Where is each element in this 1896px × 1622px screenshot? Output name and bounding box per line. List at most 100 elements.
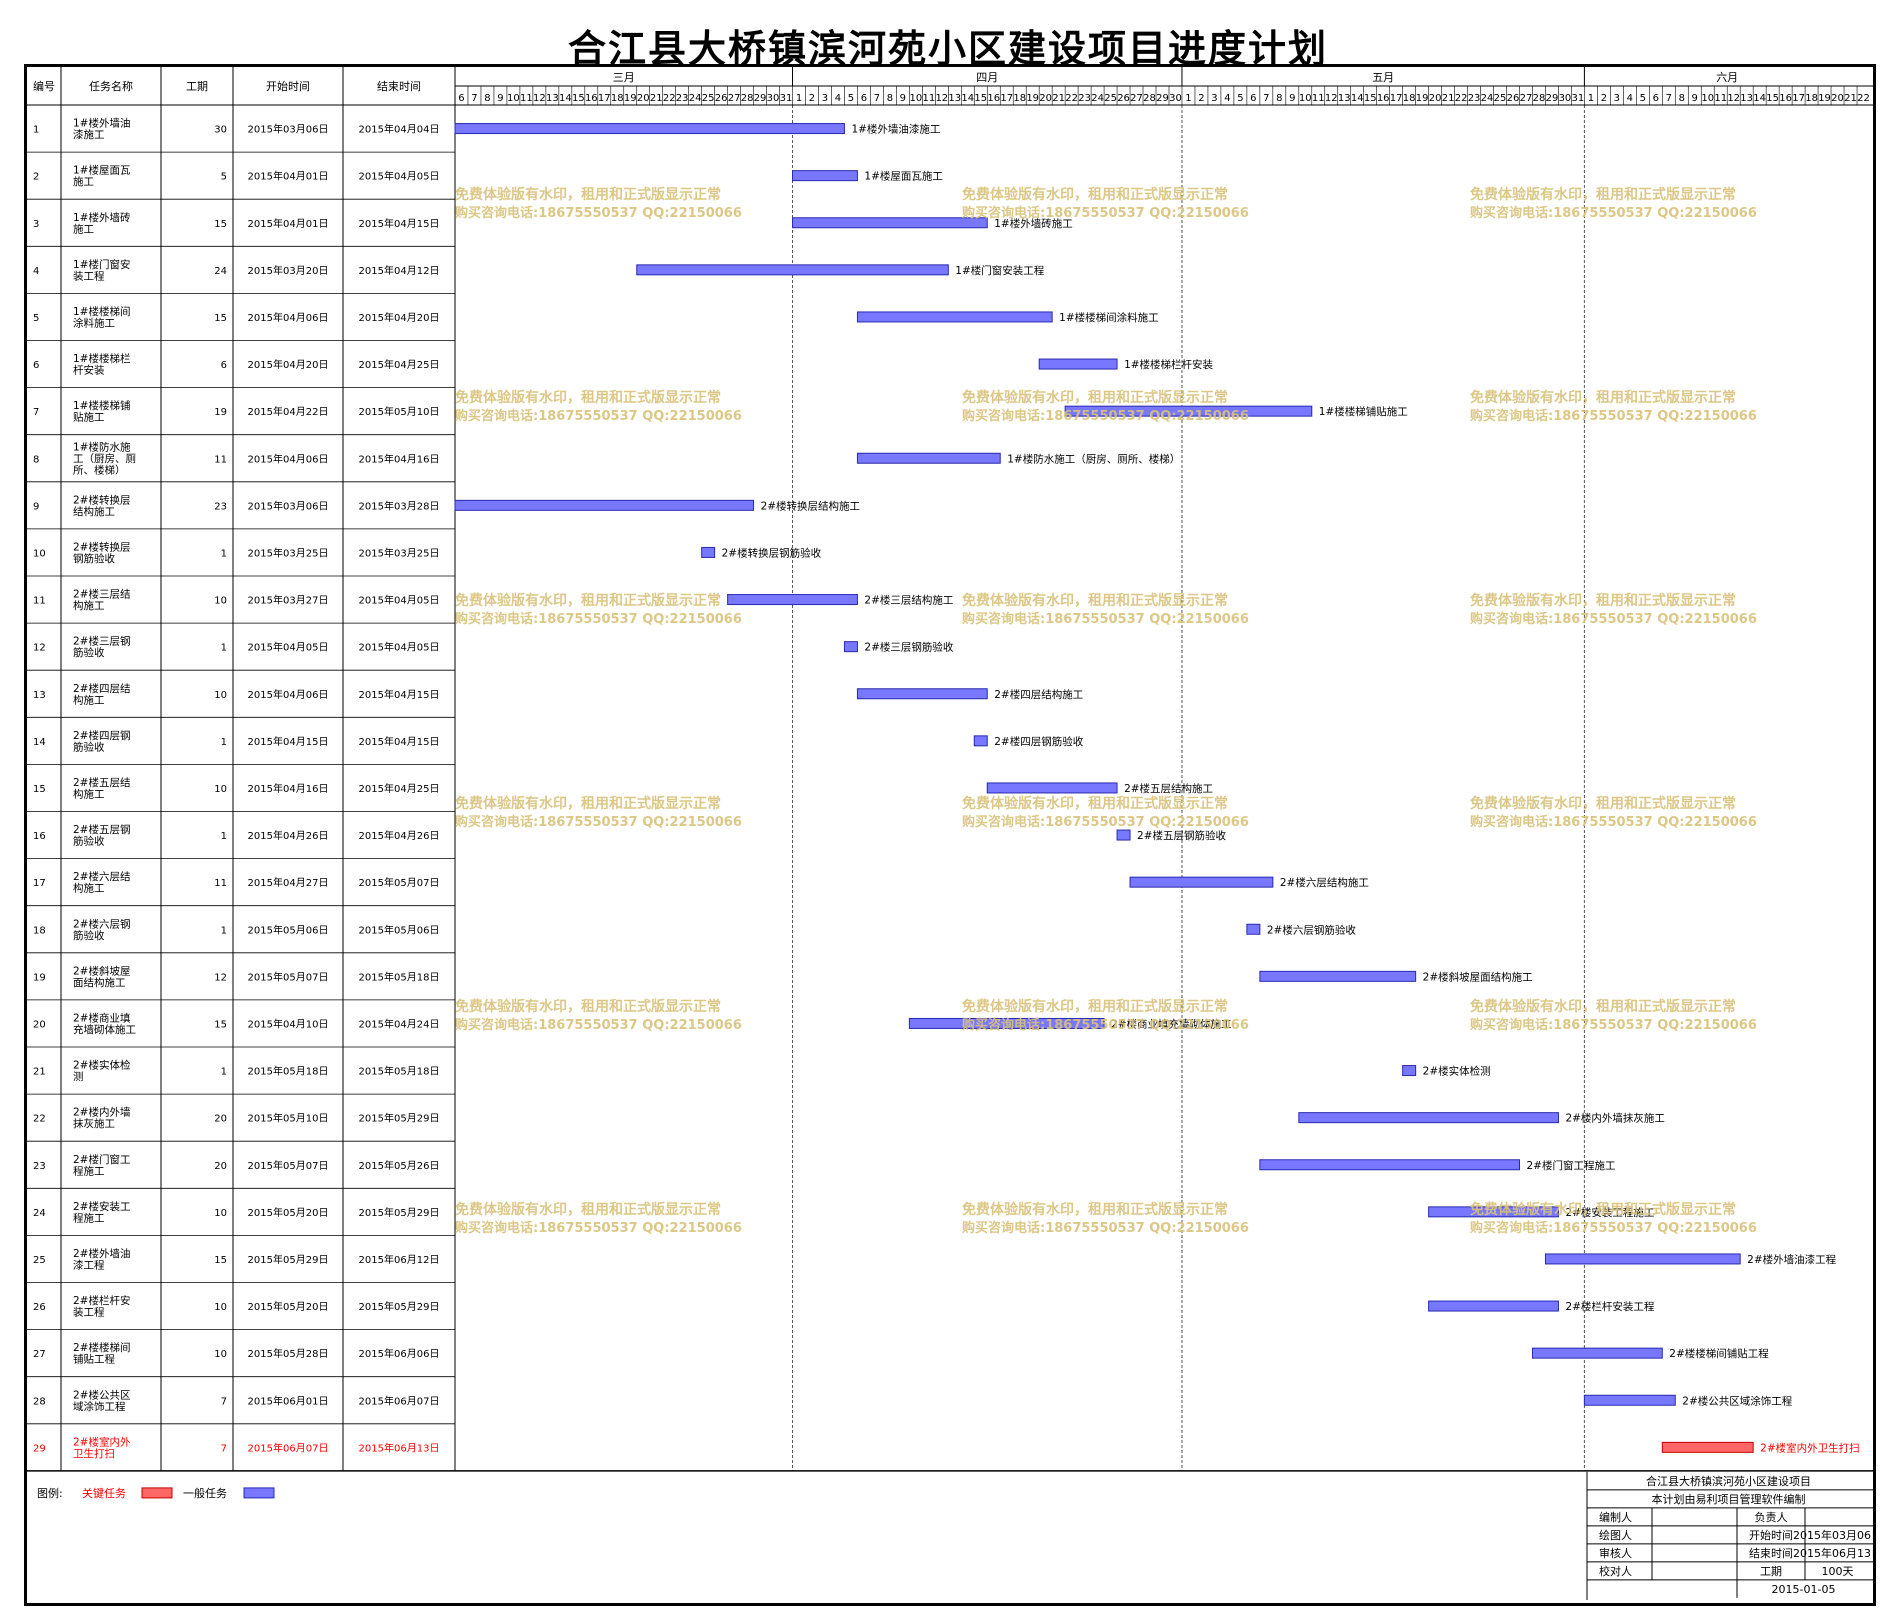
day-tick-label: 22: [1857, 93, 1870, 104]
day-tick-label: 3: [1614, 93, 1620, 104]
task-name: 2#楼实体检测: [73, 1059, 131, 1084]
day-tick-label: 15: [1766, 93, 1779, 104]
task-name: 1#楼屋面瓦施工: [73, 164, 131, 189]
gantt-bar-11: [727, 594, 858, 606]
gantt-bar-label: 2#楼三层钢筋验收: [864, 641, 953, 654]
day-tick-label: 16: [1779, 93, 1792, 104]
day-tick-label: 4: [1627, 93, 1633, 104]
info-value: 100天: [1822, 1565, 1854, 1578]
task-end: 2015年04月16日: [359, 452, 440, 465]
task-start: 2015年04月05日: [248, 641, 329, 654]
task-name: 2#楼六层钢筋验收: [73, 917, 130, 942]
day-tick-label: 18: [1805, 93, 1818, 104]
task-name: 2#楼三层钢筋验收: [73, 635, 130, 660]
task-start: 2015年05月29日: [248, 1253, 329, 1266]
gantt-bar-23: [1259, 1159, 1520, 1171]
task-name: 2#楼六层结构施工: [73, 870, 130, 895]
day-tick-label: 19: [1818, 93, 1831, 104]
gantt-bar-label: 1#楼楼梯铺贴施工: [1319, 405, 1408, 418]
gantt-bar-16: [1116, 829, 1131, 841]
gantt-bar-label: 1#楼楼梯栏杆安装: [1124, 358, 1213, 371]
task-start: 2015年04月06日: [248, 452, 329, 465]
task-start: 2015年04月22日: [248, 405, 329, 418]
day-tick-label: 21: [1052, 93, 1065, 104]
task-end: 2015年03月25日: [359, 546, 440, 559]
task-name: 2#楼公共区域涂饰工程: [73, 1388, 130, 1413]
gantt-bar-label: 1#楼防水施工（厨房、厕所、楼梯）: [1007, 452, 1180, 465]
task-end: 2015年04月24日: [359, 1017, 440, 1030]
task-end: 2015年04月20日: [359, 311, 440, 324]
day-tick-label: 13: [1338, 93, 1351, 104]
day-tick-label: 27: [1130, 93, 1143, 104]
day-tick-label: 8: [1276, 93, 1282, 104]
gantt-bar-2: [792, 170, 858, 182]
day-tick-label: 2: [1198, 93, 1204, 104]
info-key: 工期: [1760, 1565, 1782, 1578]
day-tick-label: 7: [1666, 93, 1672, 104]
day-tick-label: 6: [1653, 93, 1659, 104]
day-tick-label: 21: [1442, 93, 1455, 104]
task-end: 2015年06月06日: [359, 1347, 440, 1360]
task-name: 1#楼门窗安装工程: [73, 258, 130, 283]
day-tick-label: 1: [796, 93, 802, 104]
day-tick-label: 11: [1714, 93, 1727, 104]
task-id: 25: [33, 1255, 46, 1266]
task-duration: 10: [214, 690, 227, 701]
task-end: 2015年04月15日: [359, 217, 440, 230]
task-name: 1#楼楼梯间涂料施工: [73, 305, 130, 330]
day-tick-label: 8: [484, 93, 490, 104]
watermark-line1: 免费体验版有水印，租用和正式版显示正常: [962, 795, 1228, 812]
task-start: 2015年04月26日: [248, 829, 329, 842]
day-tick-label: 16: [585, 93, 598, 104]
task-id: 15: [33, 784, 46, 795]
task-id: 1: [33, 125, 39, 136]
day-tick-label: 16: [1377, 93, 1390, 104]
task-id: 28: [33, 1396, 46, 1407]
day-tick-label: 26: [1117, 93, 1130, 104]
column-header: 编号: [33, 79, 55, 93]
task-end: 2015年03月28日: [359, 499, 440, 512]
task-end: 2015年05月10日: [359, 405, 440, 418]
day-tick-label: 14: [961, 93, 974, 104]
gantt-bar-label: 2#楼六层钢筋验收: [1267, 923, 1356, 936]
day-tick-label: 30: [1559, 93, 1572, 104]
watermark-line1: 免费体验版有水印，租用和正式版显示正常: [455, 795, 721, 812]
day-tick-label: 12: [935, 93, 948, 104]
task-duration: 7: [221, 1443, 227, 1454]
watermark-line2: 购买咨询电话:18675550537 QQ:22150066: [455, 1017, 742, 1033]
task-id: 16: [33, 831, 46, 842]
task-end: 2015年04月25日: [359, 358, 440, 371]
task-end: 2015年04月15日: [359, 688, 440, 701]
day-tick-label: 6: [861, 93, 867, 104]
gantt-bar-10: [701, 546, 716, 558]
day-tick-label: 3: [1211, 93, 1217, 104]
month-label: 三月: [613, 71, 635, 84]
task-end: 2015年04月26日: [359, 829, 440, 842]
task-start: 2015年05月07日: [248, 970, 329, 983]
gantt-bar-label: 2#楼四层结构施工: [994, 688, 1083, 701]
task-id: 20: [33, 1019, 46, 1030]
gantt-bar-6: [1038, 358, 1118, 370]
gantt-bar-1: [454, 123, 845, 135]
task-name: 2#楼转换层钢筋验收: [73, 540, 130, 565]
page-title: 合江县大桥镇滨河苑小区建设项目进度计划: [567, 26, 1328, 71]
day-tick-label: 12: [533, 93, 546, 104]
task-duration: 5: [221, 172, 227, 183]
task-name: 2#楼转换层结构施工: [73, 493, 130, 517]
day-tick-label: 11: [520, 93, 533, 104]
watermark-line2: 购买咨询电话:18675550537 QQ:22150066: [1470, 814, 1757, 830]
day-tick-label: 14: [1351, 93, 1364, 104]
task-start: 2015年04月20日: [248, 358, 329, 371]
task-start: 2015年06月07日: [248, 1441, 329, 1454]
task-end: 2015年05月18日: [359, 1065, 440, 1078]
task-duration: 7: [221, 1396, 227, 1407]
task-duration: 6: [221, 360, 227, 371]
gantt-bar-9: [454, 499, 755, 511]
day-tick-label: 7: [874, 93, 880, 104]
gantt-bar-20: [908, 1017, 1105, 1029]
task-duration: 1: [221, 831, 227, 842]
task-end: 2015年06月07日: [359, 1394, 440, 1407]
watermark-line2: 购买咨询电话:18675550537 QQ:22150066: [1470, 1220, 1757, 1236]
day-tick-label: 9: [497, 93, 503, 104]
watermark-line1: 免费体验版有水印，租用和正式版显示正常: [455, 592, 721, 609]
